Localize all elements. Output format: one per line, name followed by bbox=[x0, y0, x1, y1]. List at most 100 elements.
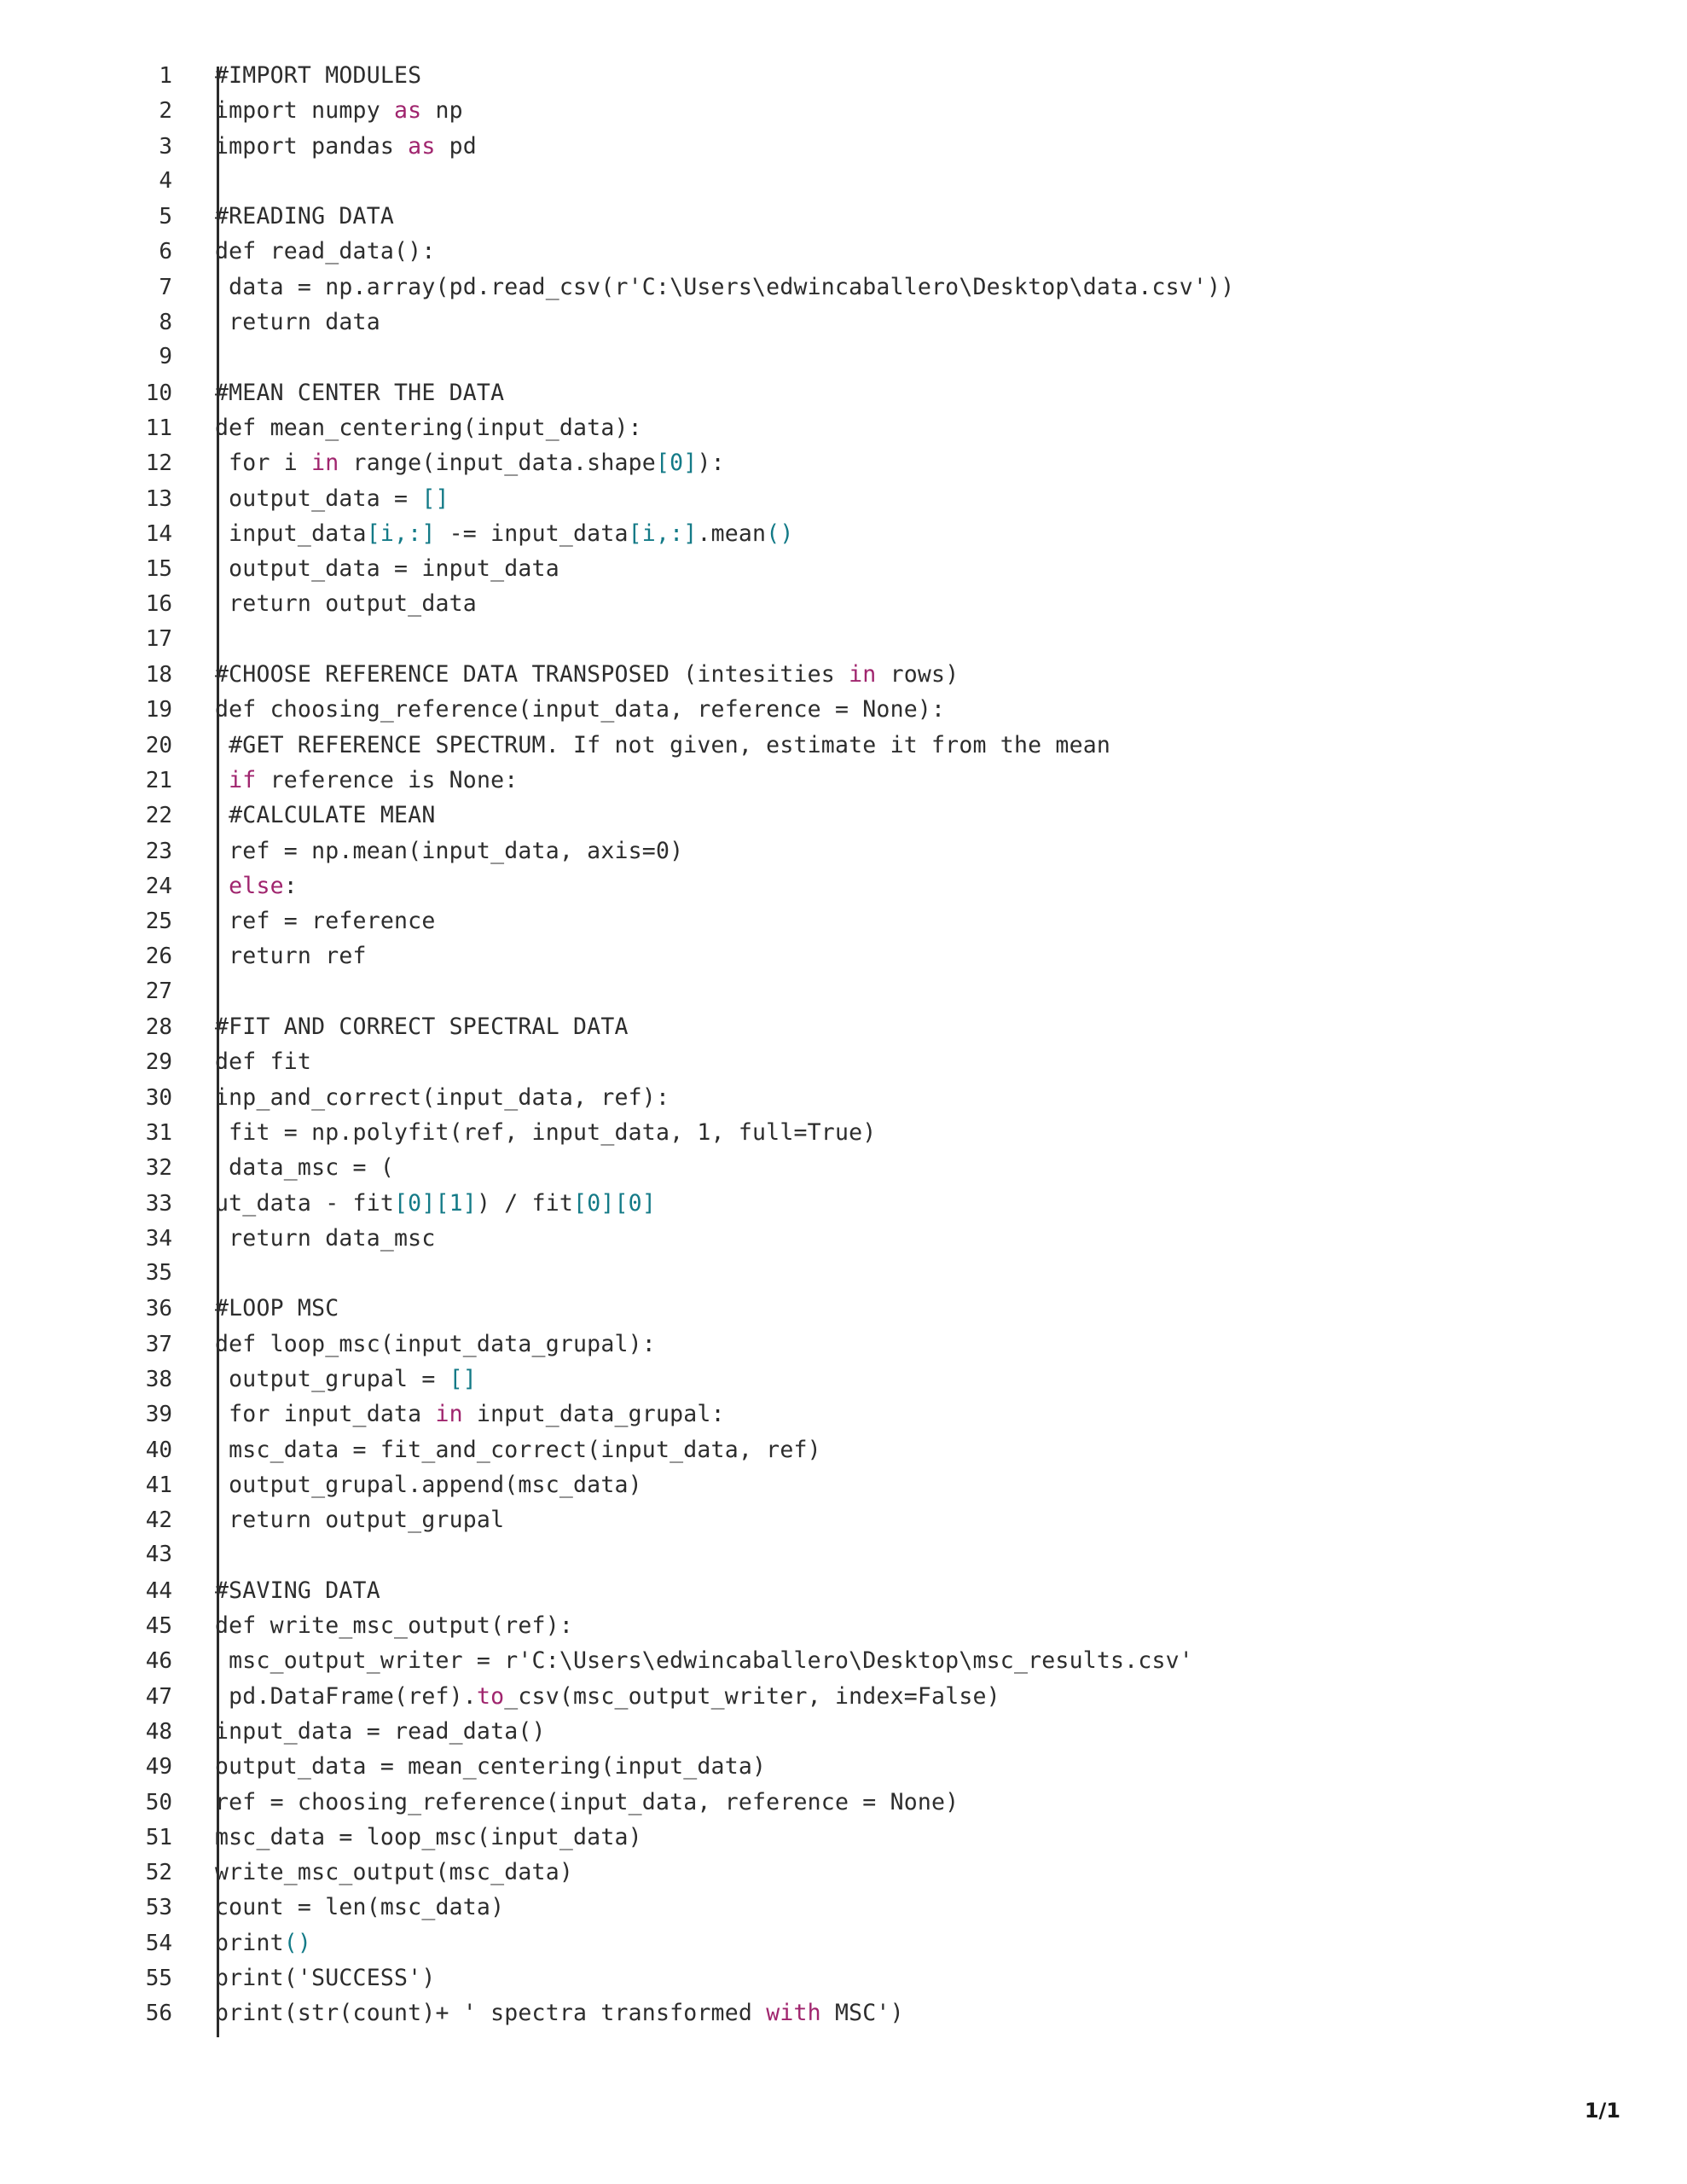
code-line-text: write_msc_output(msc_data) bbox=[194, 1855, 573, 1890]
line-number: 40 bbox=[145, 1437, 172, 1463]
code-line: 34 return data_msc bbox=[0, 1221, 1687, 1256]
code-line-text: #SAVING DATA bbox=[194, 1573, 380, 1608]
line-number: 14 bbox=[145, 520, 172, 547]
code-token: ref = choosing_reference(input_data, ref… bbox=[215, 1788, 959, 1815]
code-line-text: #IMPORT MODULES bbox=[194, 58, 421, 93]
line-number: 28 bbox=[145, 1014, 172, 1041]
line-number: 8 bbox=[159, 310, 172, 336]
code-token: def write_msc_output(ref): bbox=[215, 1612, 574, 1640]
line-number: 45 bbox=[145, 1613, 172, 1640]
code-token: output_grupal = bbox=[215, 1365, 449, 1392]
code-line-text: def read_data(): bbox=[194, 234, 435, 269]
code-token: data = np.array(pd.read_csv(r'C:\Users\e… bbox=[215, 273, 1235, 300]
code-token: ref = reference bbox=[215, 908, 436, 935]
code-keyword: in bbox=[311, 450, 339, 477]
line-number: 33 bbox=[145, 1190, 172, 1217]
code-line-text: fit = np.polyfit(ref, input_data, 1, ful… bbox=[194, 1115, 876, 1150]
code-literal: [i,:] bbox=[366, 520, 436, 547]
code-line-text: def mean_centering(input_data): bbox=[194, 410, 642, 445]
code-keyword: in bbox=[849, 661, 877, 688]
code-token: def read_data(): bbox=[215, 238, 436, 265]
code-token: import pandas bbox=[215, 132, 409, 160]
code-line-text: msc_data = fit_and_correct(input_data, r… bbox=[194, 1432, 821, 1467]
code-token: MSC') bbox=[820, 2000, 904, 2027]
code-token: for i bbox=[215, 450, 312, 477]
line-number: 9 bbox=[159, 344, 172, 370]
line-number: 32 bbox=[145, 1155, 172, 1182]
code-keyword: with bbox=[766, 2000, 821, 2027]
code-token: count = len(msc_data) bbox=[215, 1894, 505, 1921]
code-line-text: data_msc = ( bbox=[194, 1150, 394, 1185]
code-line-text: ref = choosing_reference(input_data, ref… bbox=[194, 1785, 959, 1820]
code-keyword: if bbox=[229, 766, 257, 793]
code-line: 43 bbox=[0, 1537, 1687, 1572]
code-keyword: as bbox=[394, 97, 422, 125]
code-token: : bbox=[283, 872, 298, 899]
line-number: 36 bbox=[145, 1296, 172, 1322]
code-token: msc_data = fit_and_correct(input_data, r… bbox=[215, 1436, 821, 1463]
line-number: 26 bbox=[145, 944, 172, 970]
code-token: rows) bbox=[876, 661, 959, 688]
code-line-text: #LOOP MSC bbox=[194, 1291, 339, 1326]
code-line-text: msc_data = loop_msc(input_data) bbox=[194, 1820, 642, 1855]
code-line-text: input_data[i,:] -= input_data[i,:].mean(… bbox=[194, 516, 794, 551]
code-line: 12 for i in range(input_data.shape[0]): bbox=[0, 445, 1687, 480]
code-line-text: for i in range(input_data.shape[0]): bbox=[194, 445, 725, 480]
line-number: 27 bbox=[145, 978, 172, 1004]
code-line: 9 bbox=[0, 340, 1687, 375]
code-line-text: import numpy as np bbox=[194, 93, 463, 128]
code-token: def loop_msc(input_data_grupal): bbox=[215, 1330, 656, 1357]
code-line: 36 #LOOP MSC bbox=[0, 1291, 1687, 1326]
line-number: 51 bbox=[145, 1824, 172, 1850]
code-line-text: return output_grupal bbox=[194, 1502, 504, 1537]
code-token: #GET REFERENCE SPECTRUM. If not given, e… bbox=[215, 731, 1111, 758]
code-line-text: return data_msc bbox=[194, 1221, 435, 1256]
code-line: 14 input_data[i,:] -= input_data[i,:].me… bbox=[0, 516, 1687, 551]
code-line-text: count = len(msc_data) bbox=[194, 1890, 504, 1925]
code-line: 10#MEAN CENTER THE DATA bbox=[0, 375, 1687, 410]
code-keyword: else bbox=[229, 872, 284, 899]
line-number: 47 bbox=[145, 1683, 172, 1710]
line-number: 39 bbox=[145, 1402, 172, 1428]
code-line-text: output_grupal = [] bbox=[194, 1362, 477, 1397]
code-line-text: msc_output_writer = r'C:\Users\edwincaba… bbox=[194, 1643, 1193, 1678]
code-line: 44#SAVING DATA bbox=[0, 1573, 1687, 1608]
code-line: 46 msc_output_writer = r'C:\Users\edwinc… bbox=[0, 1643, 1687, 1678]
code-token: print(str(count)+ ' spectra transformed bbox=[215, 2000, 767, 2027]
code-line: 55 print('SUCCESS') bbox=[0, 1960, 1687, 1995]
code-token: write_msc_output(msc_data) bbox=[215, 1859, 574, 1886]
code-line: 35 bbox=[0, 1256, 1687, 1291]
code-line-text: output_grupal.append(msc_data) bbox=[194, 1467, 642, 1502]
code-line-text: #MEAN CENTER THE DATA bbox=[194, 375, 504, 410]
code-line: 23 ref = np.mean(input_data, axis=0) bbox=[0, 834, 1687, 868]
code-line: 5#READING DATA bbox=[0, 199, 1687, 234]
line-number: 56 bbox=[145, 2001, 172, 2027]
code-token: return data bbox=[215, 309, 380, 336]
code-line-text: def write_msc_output(ref): bbox=[194, 1608, 573, 1643]
code-token: print bbox=[215, 1929, 284, 1956]
code-line-text: output_data = [] bbox=[194, 481, 449, 516]
code-line-text: print(str(count)+ ' spectra transformed … bbox=[194, 1995, 904, 2030]
code-token: #CALCULATE MEAN bbox=[215, 802, 436, 829]
code-line-text: def choosing_reference(input_data, refer… bbox=[194, 692, 945, 727]
code-line: 39 for input_data in input_data_grupal: bbox=[0, 1397, 1687, 1432]
code-token: print('SUCCESS') bbox=[215, 1965, 436, 1992]
line-number: 50 bbox=[145, 1789, 172, 1815]
line-number: 15 bbox=[145, 556, 172, 583]
line-number: 30 bbox=[145, 1084, 172, 1111]
line-number: 1 bbox=[159, 63, 172, 89]
line-number: 13 bbox=[145, 485, 172, 512]
code-line-text: if reference is None: bbox=[194, 763, 518, 798]
line-number: 54 bbox=[145, 1930, 172, 1956]
line-number: 55 bbox=[145, 1966, 172, 1992]
code-token: input_data_grupal: bbox=[462, 1401, 725, 1428]
code-token: #FIT AND CORRECT SPECTRAL DATA bbox=[215, 1014, 629, 1041]
line-number: 22 bbox=[145, 803, 172, 829]
code-line: 50 ref = choosing_reference(input_data, r… bbox=[0, 1785, 1687, 1820]
